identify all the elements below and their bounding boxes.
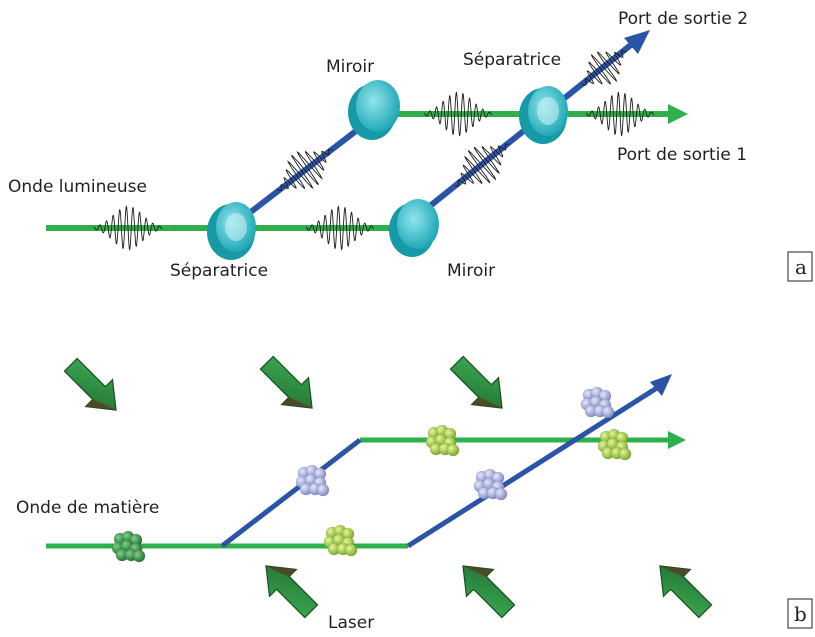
port-2-arrowhead xyxy=(624,30,650,54)
port-1-arrowhead xyxy=(668,104,688,124)
laser-arrow-3 xyxy=(449,355,503,409)
panel-b-letter: b xyxy=(794,602,807,626)
beam-splitter-left xyxy=(207,202,256,260)
blue-beam-lower xyxy=(228,111,380,231)
panel-b: Onde de matière Laser b xyxy=(16,355,813,633)
matter-port-1-arrowhead xyxy=(668,431,686,449)
wave-packet-4 xyxy=(585,91,655,137)
wave-packet-7 xyxy=(581,50,627,86)
label-separatrice-right: Séparatrice xyxy=(463,50,561,70)
wave-packets xyxy=(93,50,655,251)
laser-arrow-5 xyxy=(462,565,516,619)
atom-cluster-7 xyxy=(580,386,615,419)
panel-a: Onde lumineuse Séparatrice Miroir Sépara… xyxy=(8,9,813,282)
panel-a-letter-box xyxy=(787,251,813,282)
label-onde-lumineuse: Onde lumineuse xyxy=(8,177,147,197)
blue-beam-upper xyxy=(408,41,634,225)
laser-arrow-1 xyxy=(63,357,117,411)
matter-port-2-arrowhead xyxy=(650,374,672,396)
atom-clusters xyxy=(111,386,632,563)
wave-packet-6 xyxy=(454,143,510,187)
wave-packet-1 xyxy=(93,205,163,251)
wave-packet-3 xyxy=(423,91,493,137)
atom-cluster-4 xyxy=(597,428,632,461)
matter-blue-upper xyxy=(406,383,662,549)
mirror-top xyxy=(348,80,400,140)
panel-b-letter-box xyxy=(787,598,813,629)
label-separatrice-left: Séparatrice xyxy=(170,261,268,281)
label-port-2: Port de sortie 2 xyxy=(618,9,748,29)
label-miroir-top: Miroir xyxy=(326,57,374,77)
label-port-1: Port de sortie 1 xyxy=(617,145,747,165)
matter-blue-lower xyxy=(220,438,362,548)
wave-packet-5 xyxy=(277,148,333,192)
laser-arrow-2 xyxy=(259,355,313,409)
laser-arrow-6 xyxy=(659,565,713,619)
atom-cluster-6 xyxy=(473,468,508,501)
label-onde-matiere: Onde de matière xyxy=(16,498,159,518)
atom-cluster-2 xyxy=(323,524,358,557)
label-laser: Laser xyxy=(328,613,374,633)
mirror-bottom xyxy=(389,199,439,257)
wave-packet-2 xyxy=(305,205,375,251)
atom-cluster-3 xyxy=(425,424,460,457)
laser-arrow-4 xyxy=(265,565,319,619)
laser-arrows xyxy=(63,355,713,619)
atom-cluster-1 xyxy=(111,530,146,563)
beam-splitter-right xyxy=(519,86,568,144)
label-miroir-bottom: Miroir xyxy=(447,261,495,281)
atom-cluster-5 xyxy=(295,464,330,497)
panel-a-letter: a xyxy=(795,255,807,279)
